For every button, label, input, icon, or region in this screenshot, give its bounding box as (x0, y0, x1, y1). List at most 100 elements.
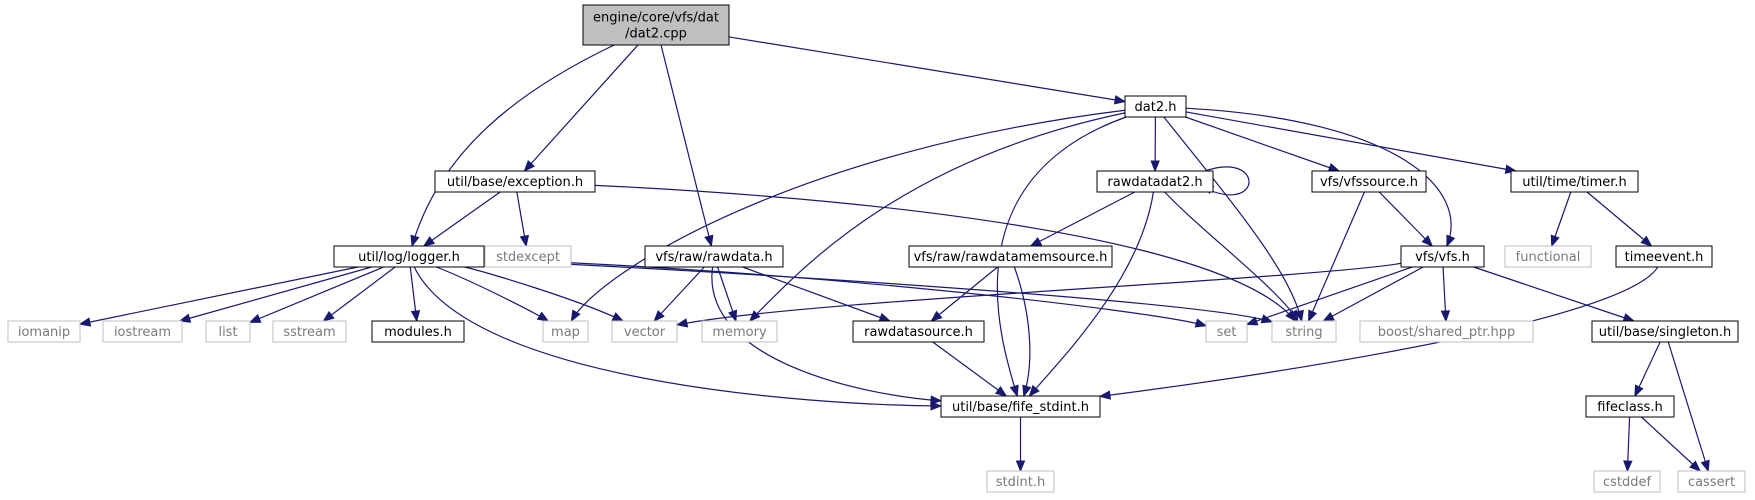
edge-rawdata-h-to-rawdatasource-h (742, 266, 891, 322)
edge-root-to-rawdata-h (660, 44, 712, 247)
edge-rawdata-h-to-fife-stdint-h-arrowhead (930, 395, 943, 405)
node-singleton-h[interactable]: util/base/singleton.h (1591, 320, 1739, 343)
node-set: set (1205, 320, 1248, 343)
node-label: engine/core/vfs/dat (593, 11, 719, 26)
node-memory: memory (701, 320, 778, 343)
edge-rawdata-h-to-rawdatasource-h-arrowhead (878, 312, 892, 322)
node-box (484, 245, 572, 268)
node-box (986, 470, 1055, 493)
node-label: vfs/raw/rawdata.h (655, 250, 772, 265)
edge-dat2-h-to-vfssource-h (1185, 116, 1340, 172)
edge-root-to-dat2-h (728, 36, 1126, 103)
edge-dat2-h-to-fife-stdint-h-arrowhead (1009, 384, 1019, 398)
edge-vfssource-h-to-vfs-h (1378, 191, 1433, 247)
edge-vfs-h-to-string-arrowhead (1322, 311, 1335, 322)
node-box (1400, 245, 1485, 268)
edge-vfs-h-to-string (1323, 266, 1424, 322)
edge-root-to-exception-h-arrowhead (523, 160, 536, 173)
edge-rawdatamemsource-h-to-rawdatasource-h-arrowhead (930, 310, 943, 322)
edge-timeevent-h-to-fife-stdint-h (1099, 266, 1659, 397)
node-functional: functional (1504, 245, 1592, 268)
edge-dat2-h-to-map (570, 109, 1126, 322)
edge-vfssource-h-to-vfs-h-arrowhead (1421, 235, 1434, 247)
node-label: util/base/fife_stdint.h (952, 400, 1089, 415)
node-box (1585, 395, 1675, 418)
node-box (1205, 320, 1248, 343)
node-root[interactable]: engine/core/vfs/dat/dat2.cpp (582, 4, 730, 46)
node-box (102, 320, 183, 343)
edge-fifeclass-h-to-cstddef-arrowhead (1623, 460, 1633, 473)
edge-exception-h-to-logger-h-arrowhead (422, 236, 436, 247)
edge-logger-h-to-string (483, 259, 1273, 323)
edge-logger-h-to-sstream-arrowhead (322, 310, 335, 322)
edge-fifeclass-h-to-cassert (1641, 416, 1701, 472)
node-label: rawdatadat2.h (1107, 175, 1202, 190)
node-box (7, 320, 81, 343)
node-vector: vector (611, 320, 678, 343)
node-label: util/log/logger.h (358, 250, 460, 265)
node-modules-h[interactable]: modules.h (371, 320, 465, 343)
node-vfs-h[interactable]: vfs/vfs.h (1400, 245, 1485, 268)
node-label: set (1217, 325, 1237, 340)
node-fife-stdint-h[interactable]: util/base/fife_stdint.h (940, 395, 1101, 418)
node-box (1096, 170, 1214, 193)
edge-root-to-logger-h-arrowhead (410, 234, 420, 248)
node-label: vfs/vfs.h (1415, 250, 1470, 265)
edge-vfs-h-to-set (1246, 266, 1413, 325)
node-exception-h[interactable]: util/base/exception.h (434, 170, 596, 193)
edge-logger-h-to-vector-arrowhead (611, 312, 625, 322)
node-label: vfs/vfssource.h (1320, 175, 1418, 190)
node-box (1504, 245, 1592, 268)
edge-dat2-h-to-string (1163, 116, 1303, 322)
edge-timeevent-h-to-fife-stdint-h-arrowhead (1098, 390, 1112, 400)
node-box (333, 245, 485, 268)
node-box (434, 170, 596, 193)
edge-logger-h-to-iomanip (79, 266, 359, 325)
node-box (940, 395, 1101, 418)
node-label: map (551, 325, 580, 340)
node-label: stdint.h (996, 475, 1045, 490)
node-logger-h[interactable]: util/log/logger.h (333, 245, 485, 268)
edge-rawdatasource-h-to-fife-stdint-h (932, 341, 1007, 397)
edge-dat2-h-to-string-arrowhead (1294, 309, 1304, 323)
node-box (1311, 170, 1427, 193)
node-label: fifeclass.h (1597, 400, 1662, 415)
edge-rawdatamemsource-h-to-rawdatasource-h (931, 266, 998, 322)
node-box (1124, 95, 1187, 118)
node-timer-h[interactable]: util/time/timer.h (1510, 170, 1639, 193)
edge-rawdatamemsource-h-to-fife-stdint-h (1013, 266, 1031, 397)
node-label: stdexcept (496, 250, 560, 265)
edge-root-to-dat2-h-arrowhead (1113, 95, 1127, 105)
node-vfssource-h[interactable]: vfs/vfssource.h (1311, 170, 1427, 193)
edge-logger-h-to-list (249, 266, 384, 323)
node-timeevent-h[interactable]: timeevent.h (1615, 245, 1713, 268)
edge-rawdata-h-to-fife-stdint-h (711, 266, 942, 402)
edge-vfssource-h-to-string-arrowhead (1308, 309, 1318, 323)
node-string: string (1271, 320, 1337, 343)
node-dat2-h[interactable]: dat2.h (1124, 95, 1187, 118)
node-rawdata-h[interactable]: vfs/raw/rawdata.h (644, 245, 784, 268)
node-rawdatasource-h[interactable]: rawdatasource.h (852, 320, 985, 343)
node-label: util/base/exception.h (447, 175, 583, 190)
edge-fifeclass-h-to-cassert-arrowhead (1689, 460, 1702, 472)
edge-logger-h-to-set-arrowhead (1194, 318, 1208, 328)
node-shared-ptr: boost/shared_ptr.hpp (1359, 320, 1534, 343)
node-rawdatamemsource-h[interactable]: vfs/raw/rawdatamemsource.h (908, 245, 1113, 268)
edge-dat2-h-to-timer-h (1185, 111, 1516, 172)
edge-fife-stdint-h-to-stdint-h-arrowhead (1015, 460, 1026, 473)
edge-dat2-h-to-memory (749, 112, 1126, 322)
node-box (1677, 470, 1746, 493)
node-box (205, 320, 251, 343)
edge-logger-h-to-fife-stdint-h-arrowhead (930, 401, 943, 411)
node-rawdatadat2-h[interactable]: rawdatadat2.h (1096, 170, 1214, 193)
edge-dat2-h-to-vfs-h-arrowhead (1446, 234, 1456, 248)
edge-rawdatadat2-h-to-rawdatadat2-h (1204, 166, 1250, 196)
edge-exception-h-to-stdexcept-arrowhead (519, 234, 530, 248)
edge-vfssource-h-to-string (1307, 191, 1366, 322)
node-iomanip: iomanip (7, 320, 81, 343)
node-stdint-h: stdint.h (986, 470, 1055, 493)
node-fifeclass-h[interactable]: fifeclass.h (1585, 395, 1675, 418)
node-label: util/base/singleton.h (1599, 325, 1731, 340)
node-iostream: iostream (102, 320, 183, 343)
node-box (701, 320, 778, 343)
